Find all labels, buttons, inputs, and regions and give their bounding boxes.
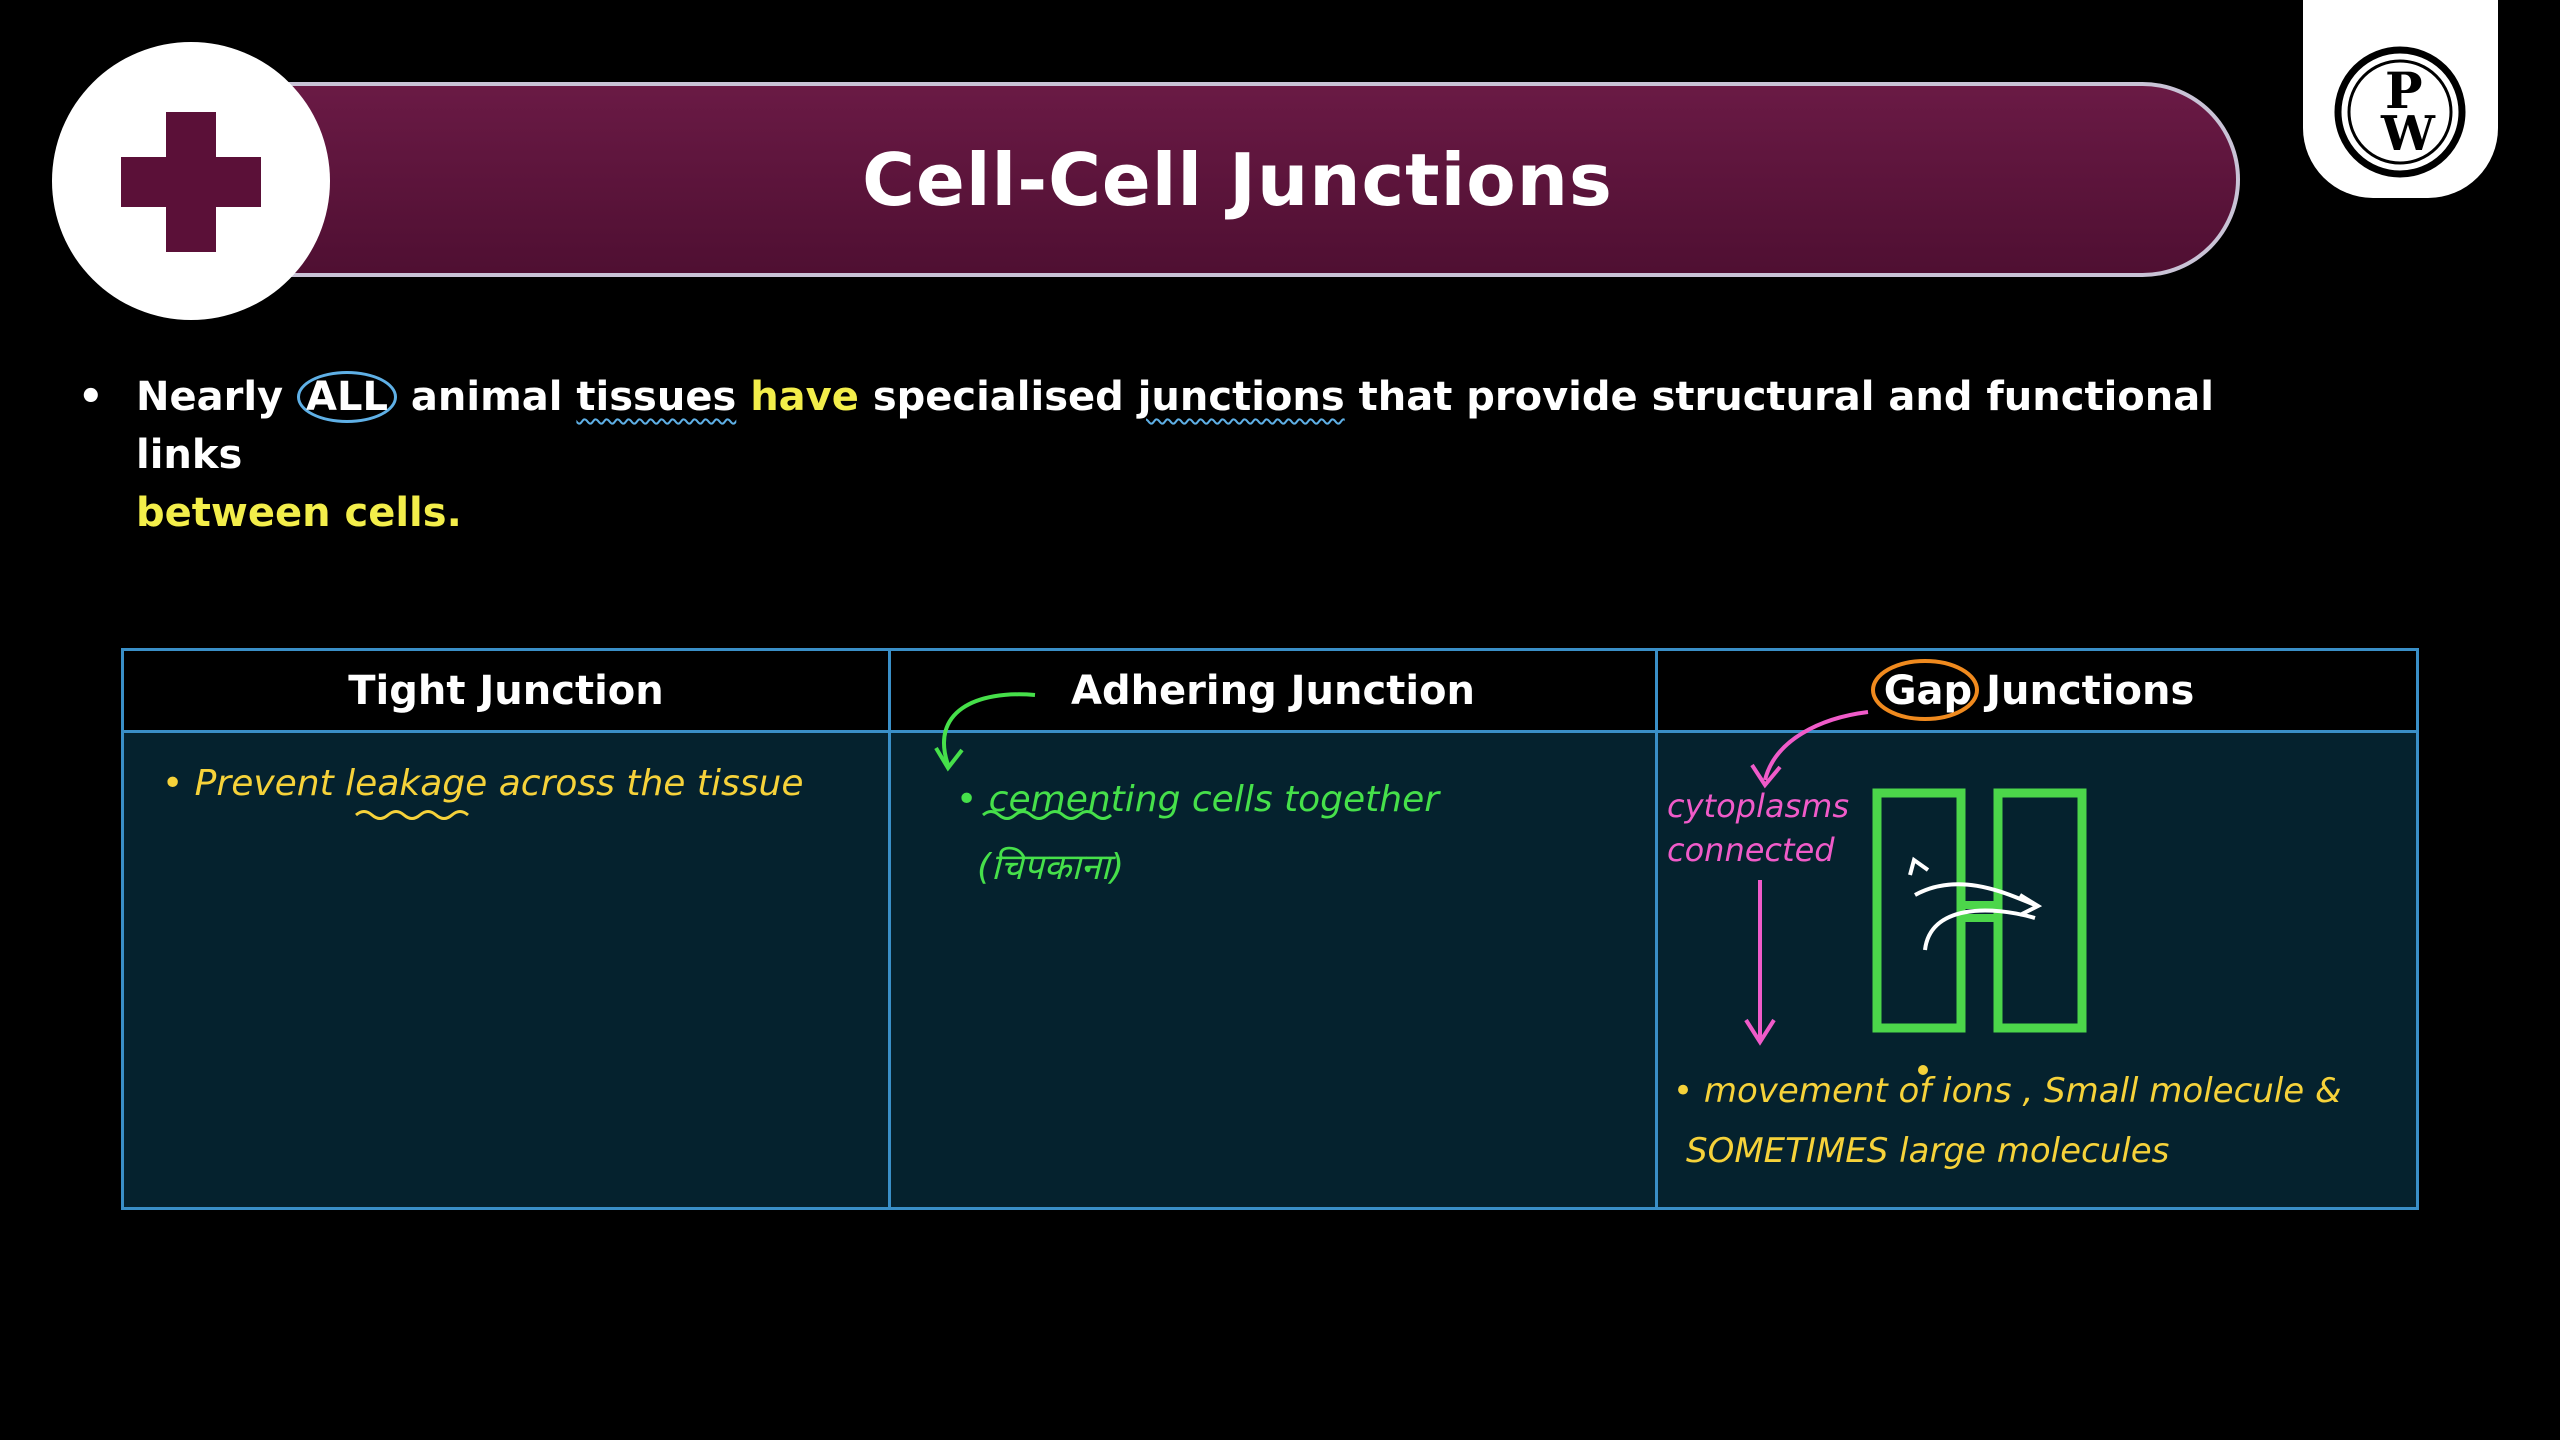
- svg-text:W: W: [2380, 106, 2436, 162]
- column-divider: [1655, 651, 1658, 1207]
- header-gap-word: Gap: [1883, 667, 1973, 714]
- lead-text: Nearly ALL animal tissues have specialis…: [136, 368, 2256, 542]
- page-title: Cell-Cell Junctions: [862, 137, 1613, 222]
- lead-have-word: have: [736, 374, 859, 420]
- gap-junction-note-line2: SOMETIMES large molecules: [1686, 1131, 2170, 1171]
- tight-junction-note: • Prevent leakage across the tissue: [162, 763, 804, 804]
- lead-part1: Nearly: [136, 374, 298, 420]
- pw-logo-icon: P W: [2303, 0, 2498, 198]
- gap-junction-note-line1: • movement of ions , Small molecule &: [1673, 1071, 2342, 1111]
- lead-part2: animal: [396, 374, 577, 420]
- lead-part3: specialised: [858, 374, 1138, 420]
- adhering-junction-hindi: (चिपकाना): [977, 847, 1124, 888]
- bullet-dot: •: [78, 374, 104, 420]
- header-tight-junction: Tight Junction: [348, 667, 664, 714]
- gap-label-line1: cytoplasms: [1667, 787, 1849, 825]
- lead-junctions-word: junctions: [1137, 374, 1345, 420]
- column-divider: [888, 651, 891, 1207]
- plus-cross-icon-bar: [121, 157, 261, 207]
- junction-table: Tight Junction Adhering Junction Gap Jun…: [121, 648, 2419, 1210]
- adhering-junction-note: • cementing cells together: [956, 779, 1440, 820]
- svg-text:P: P: [2385, 61, 2423, 120]
- table-header-row: Tight Junction Adhering Junction Gap Jun…: [124, 651, 2416, 733]
- header-adhering-junction: Adhering Junction: [1070, 667, 1475, 714]
- lead-part5: between cells.: [136, 490, 462, 536]
- lead-all-word: ALL: [297, 371, 397, 423]
- header-gap-rest: Junctions: [1986, 667, 2195, 714]
- title-banner: [235, 82, 2240, 277]
- lead-tissues-word: tissues: [576, 374, 737, 420]
- gap-label-line2: connected: [1667, 831, 1835, 869]
- lead-part4: that provide structural and functional l…: [136, 374, 2214, 478]
- header-gap-junctions: Gap Junctions: [1658, 651, 2420, 730]
